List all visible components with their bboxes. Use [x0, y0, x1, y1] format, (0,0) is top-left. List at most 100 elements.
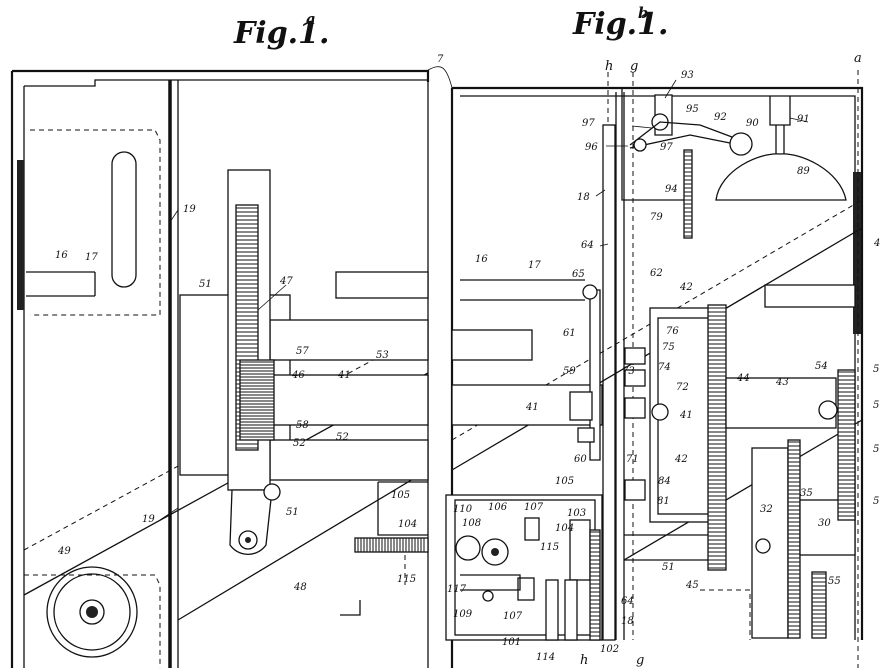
label-91: 91: [797, 114, 810, 125]
fig-1b-ball-90: [729, 132, 753, 156]
label-106: 106: [488, 502, 508, 513]
label-5a: 5: [873, 364, 879, 375]
label-57: 57: [296, 346, 309, 357]
label-72: 72: [676, 382, 689, 393]
label-19b: 19: [142, 514, 155, 525]
label-g-top: g: [630, 59, 638, 74]
label-94: 94: [665, 184, 678, 195]
fig-1b-part-75: [624, 347, 646, 365]
fig-1a-shaft-41: [269, 374, 429, 426]
label-51b: 51: [286, 507, 299, 518]
label-105a: 105: [391, 490, 410, 501]
label-46: 46: [291, 370, 305, 381]
fig-1b-side-rail: [853, 172, 861, 334]
label-75: 75: [662, 342, 675, 353]
fig-1b-part-72: [624, 397, 646, 419]
fig-1a-shaft-16: [26, 271, 96, 297]
label-97b: 97: [660, 142, 673, 153]
label-47: 47: [279, 276, 293, 287]
label-41c: 41: [679, 410, 693, 421]
fig-1b-shaft-upper: [451, 329, 533, 361]
fig-1a-pin-51: [263, 483, 281, 501]
fig-1a-frame: [10, 69, 430, 668]
fig-1b-shaft-right: [764, 284, 856, 308]
fig-1b-link-92: [629, 121, 741, 146]
label-110: 110: [453, 504, 473, 515]
label-89: 89: [797, 166, 810, 177]
label-17b: 17: [528, 260, 541, 271]
label-53: 53: [376, 350, 389, 361]
label-117: 117: [447, 584, 467, 595]
fig-1a-shaft-52: [269, 439, 429, 481]
label-42b: 42: [674, 454, 688, 465]
label-76: 76: [666, 326, 679, 337]
label-55: 55: [828, 576, 841, 587]
label-42a: 42: [679, 282, 693, 293]
label-104a: 104: [398, 519, 417, 530]
label-a-top: a: [854, 51, 862, 66]
label-104b: 104: [555, 523, 574, 534]
label-51c: 51: [662, 562, 675, 573]
label-103: 103: [567, 508, 586, 519]
fig-1a-wheel-axle: [86, 606, 98, 618]
fig-1b-wheel-110: [455, 535, 481, 561]
figure-title-1b-text: Fig.1.: [572, 7, 668, 42]
fig-1b-rack-55-teeth: [812, 573, 826, 635]
fig-1a-lever-pin: [245, 537, 251, 543]
fig-1b-diagonal-2: [623, 419, 863, 561]
fig-1b-shaft-16: [460, 279, 585, 301]
fig-1b-pin-109: [482, 590, 494, 602]
label-g-bottom: g: [636, 653, 644, 668]
label-115b: 115: [540, 542, 559, 553]
label-43: 43: [775, 377, 789, 388]
fig-1b-stem-91: [775, 125, 785, 155]
label-92: 92: [714, 112, 727, 123]
label-45: 45: [685, 580, 699, 591]
fig-1a-drawing: [10, 69, 430, 668]
fig-1b-part-114: [564, 579, 578, 641]
label-102: 102: [600, 644, 619, 655]
label-90: 90: [746, 118, 759, 129]
label-108: 108: [462, 518, 481, 529]
fig-1b-axle-106: [491, 548, 499, 556]
label-7: 7: [437, 54, 444, 65]
label-44: 44: [736, 373, 750, 384]
label-58: 58: [296, 420, 309, 431]
label-54: 54: [815, 361, 828, 372]
fig-1b-rack-103: [589, 529, 601, 641]
label-18a: 18: [577, 192, 590, 203]
label-105b: 105: [555, 476, 574, 487]
figure-title-1a-text: Fig.1.: [233, 16, 329, 51]
fig-1a-wheel-49-inner: [53, 573, 131, 651]
fig-1b-bracket-91: [769, 96, 791, 126]
fig-1a-wheel-49: [46, 566, 138, 658]
fig-1b-shaft-43: [725, 377, 837, 429]
fig-1a-diagonal-2: [177, 469, 429, 621]
label-41a: 41: [337, 370, 351, 381]
figure-title-1b: Fig.1. b: [572, 4, 668, 42]
fig-1b-arm-109: [460, 574, 521, 591]
fig-1a-gear-teeth: [240, 361, 274, 438]
leader-lines: [159, 66, 809, 521]
label-62: 62: [650, 268, 663, 279]
fig-1b-part-73: [624, 369, 646, 387]
label-61: 61: [563, 328, 576, 339]
label-5c: 5: [873, 444, 879, 455]
label-h-bottom: h: [580, 653, 588, 668]
label-18b: 18: [621, 616, 634, 627]
label-64a: 64: [581, 240, 594, 251]
label-52b: 52: [336, 432, 349, 443]
label-48: 48: [293, 582, 307, 593]
fig-1b-bell-89: [715, 153, 847, 201]
fig-1b-part-107b: [517, 577, 535, 601]
fig-1b-spring-94: [683, 149, 693, 239]
label-107a: 107: [524, 502, 544, 513]
label-49: 49: [57, 546, 71, 557]
fig-1b-drawing: [445, 70, 864, 668]
fig-1b-rack-103-teeth: [590, 531, 600, 637]
fig-1b-part-107a: [524, 517, 540, 541]
label-41b: 41: [525, 402, 539, 413]
label-30: 30: [818, 518, 831, 529]
fig-1b-lower-panel: [700, 589, 751, 640]
label-109: 109: [453, 609, 473, 620]
